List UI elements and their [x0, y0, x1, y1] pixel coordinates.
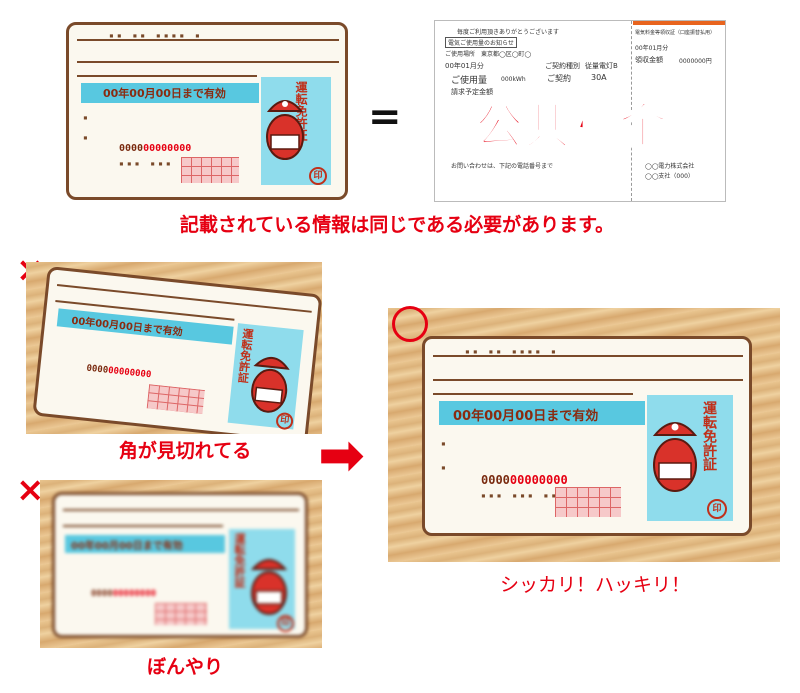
license-card-blurry: 00年00月00日まで有効 000000000000 運転免許証 印 — [52, 492, 308, 638]
bill-estimate-label: 請求予定金額 — [451, 88, 493, 96]
license-number: 000000000000 — [85, 363, 152, 381]
card-rule — [56, 284, 312, 313]
card-rule — [433, 393, 633, 395]
top-caption: 記載されている情報は同じである必要があります。 — [179, 214, 615, 236]
bill-orange-rule — [633, 21, 725, 25]
bill-company: ◯◯電力株式会社 — [645, 163, 695, 170]
card-rule — [63, 509, 299, 511]
card-dots: ▪▪ ▪▪ ▪▪▪▪ ▪ — [465, 347, 559, 356]
card-dots: ▪▪ ▪▪ ▪▪▪▪ ▪ — [109, 31, 203, 40]
wood-background: 00年00月00日まで有効 000000000000 運転免許証 印 — [40, 480, 322, 648]
card-dots: ▪ — [441, 439, 449, 448]
category-grid — [155, 603, 207, 625]
bill-right-title: 電気料金等領収証（口座振替払用） — [635, 30, 716, 36]
bill-usage: 000kWh — [501, 76, 526, 83]
bill-stamp-label: 電気ご使用量のお知らせ — [445, 37, 517, 48]
corner-circle-icon — [392, 306, 428, 342]
mascot-icon — [652, 422, 698, 492]
validity-band — [81, 83, 259, 103]
card-rule — [77, 75, 257, 77]
validity-text: 00年00月00日まで有効 — [103, 87, 226, 100]
stamp-icon: 印 — [309, 167, 327, 185]
bill-right-amount-label: 領収金額 — [635, 56, 663, 64]
bill-footer-note: お問い合わせは、下記の電話番号まで — [451, 163, 554, 170]
license-card-top: ▪▪ ▪▪ ▪▪▪▪ ▪ 00年00月00日まで有効 ▪ ▪ 000000000… — [66, 22, 348, 200]
license-label: 運転免許証 — [233, 533, 246, 588]
mascot-icon — [250, 559, 288, 615]
bill-contract-label: ご契約 — [547, 74, 571, 83]
bill-header: 毎度ご利用頂きありがとうございます — [457, 29, 560, 36]
x-mark-icon: × — [16, 470, 45, 510]
license-number: 000000000000 — [91, 589, 157, 599]
bad1-caption: 角が見切れてる — [118, 440, 252, 462]
license-label: 運転免許証 — [701, 401, 717, 471]
utility-bill: 毎度ご利用頂きありがとうございます 電気ご使用量のお知らせ ご使用場所 東京都◯… — [434, 20, 726, 202]
arrow-right-icon: ➡ — [318, 423, 365, 488]
stamp-icon: 印 — [707, 499, 727, 519]
card-rule — [63, 525, 223, 527]
category-grid — [181, 157, 239, 183]
stamp-icon: 印 — [277, 615, 294, 632]
bill-contract-type: 従量電灯B — [585, 62, 618, 70]
license-number: 000000000000 — [481, 473, 568, 487]
validity-text: 00年00月00日まで有効 — [71, 541, 183, 552]
bill-company-sub: ◯◯支社（000） — [645, 173, 694, 180]
card-rule — [77, 61, 339, 63]
validity-band — [439, 401, 645, 425]
bill-contract-type-label: ご契約種別 — [545, 62, 580, 70]
bill-right-amount: 0000000円 — [679, 58, 712, 65]
category-grid — [146, 384, 205, 414]
bad2-caption: ぼんやり — [146, 656, 223, 678]
license-number: 000000000000 — [119, 143, 192, 154]
wood-background: 00年00月00日まで有効 000000000000 運転免許証 印 — [26, 262, 322, 434]
bill-right-month: 00年01月分 — [635, 45, 669, 52]
mascot-icon — [266, 100, 304, 160]
equals-sign: = — [368, 94, 402, 140]
bill-perforation — [631, 21, 633, 201]
bill-month: 00年01月分 — [445, 62, 484, 70]
license-card-good: ▪▪ ▪▪ ▪▪▪▪ ▪ 00年00月00日まで有効 ▪ ▪ 000000000… — [422, 336, 752, 536]
card-dots: ▪ — [441, 463, 449, 472]
mascot-icon — [251, 356, 290, 413]
card-dots: ▪▪▪ ▪▪▪ ▪▪▪ — [119, 159, 205, 168]
category-grid — [555, 487, 621, 517]
good-caption: シッカリ！ハッキリ！ — [499, 574, 690, 596]
validity-text: 00年00月00日まで有効 — [453, 409, 599, 424]
bill-usage-label: ご使用量 — [451, 76, 488, 86]
public-utility-overlay: 公共料金 — [474, 98, 668, 156]
card-dots: ▪ — [83, 113, 91, 122]
bill-contract: 30A — [591, 73, 607, 82]
card-rule — [433, 355, 743, 357]
card-dots: ▪▪▪ ▪▪▪ ▪▪▪ — [481, 491, 567, 500]
validity-band — [65, 535, 225, 553]
card-dots: ▪ — [83, 133, 91, 142]
card-rule — [433, 379, 743, 381]
card-rule — [77, 39, 339, 41]
bill-place: ご使用場所 東京都◯区◯町◯ — [445, 51, 532, 58]
license-card-tilted: 00年00月00日まで有効 000000000000 運転免許証 印 — [32, 266, 322, 434]
